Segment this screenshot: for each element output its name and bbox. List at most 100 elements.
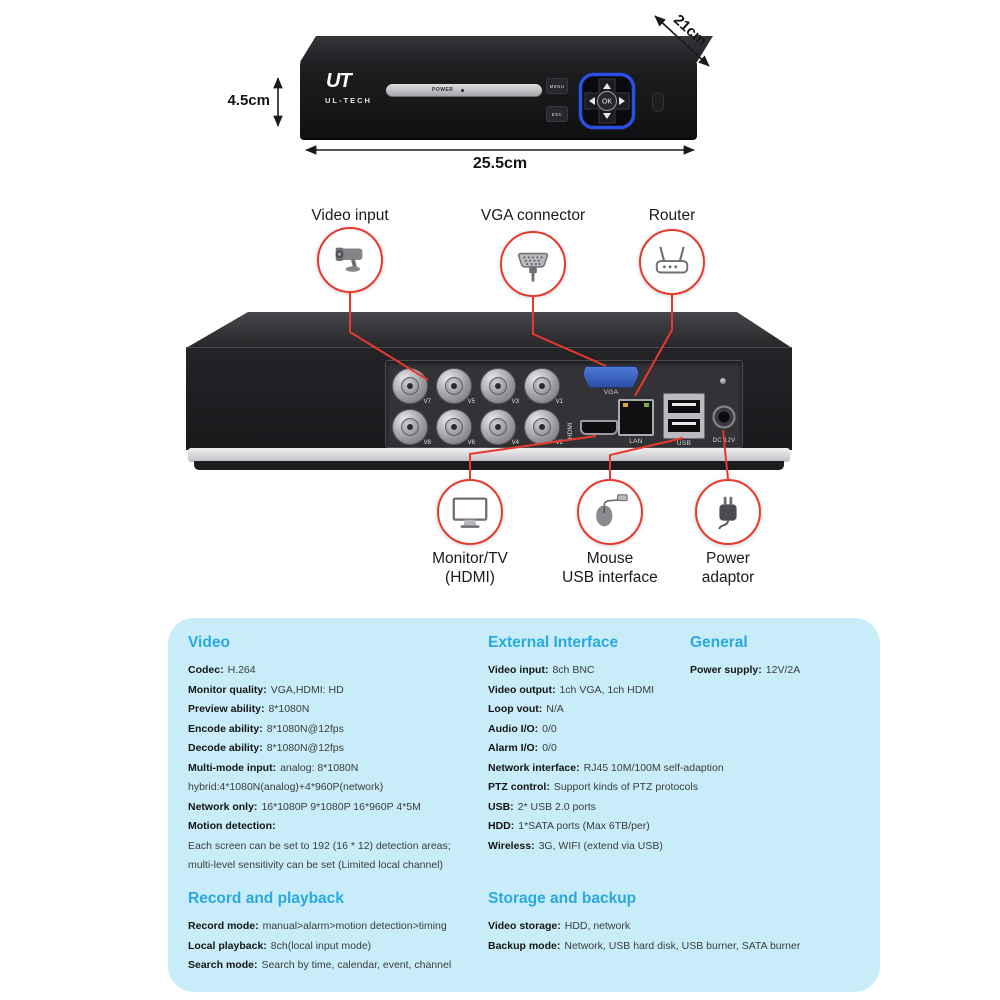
spec-row: Video input:8ch BNC bbox=[488, 661, 790, 681]
spec-row: Decode ability:8*1080N@12fps bbox=[188, 739, 483, 759]
bnc-port-label: V4 bbox=[511, 440, 519, 446]
menu-button: MENU bbox=[546, 78, 568, 94]
spec-label: Decode ability: bbox=[188, 742, 263, 754]
video-input-label: Video input bbox=[311, 207, 389, 224]
lan-led-green bbox=[644, 403, 649, 407]
vga-connector-label: VGA connector bbox=[480, 207, 586, 224]
bnc-port: V3 bbox=[480, 368, 519, 405]
bnc-port: V7 bbox=[392, 368, 431, 405]
power-label-line1: Power bbox=[706, 550, 750, 567]
bnc-port-label: V3 bbox=[511, 399, 519, 405]
usb-slot-top bbox=[668, 400, 700, 413]
power-indicator-label: POWER bbox=[432, 87, 454, 93]
bnc-port-label: V6 bbox=[467, 440, 475, 446]
section-record-playback: Record and playback Record mode:manual>a… bbox=[188, 890, 490, 976]
spec-value: 8*1080N bbox=[268, 703, 310, 715]
spec-value: 1ch VGA, 1ch HDMI bbox=[559, 683, 654, 696]
spec-value: Support kinds of PTZ protocols bbox=[553, 781, 698, 793]
spec-value: 0/0 bbox=[542, 742, 557, 754]
record-rows: Record mode:manual>alarm>motion detectio… bbox=[188, 917, 490, 976]
spec-label: Power supply: bbox=[690, 664, 762, 676]
section-heading-video: Video bbox=[188, 634, 230, 651]
monitor-icon bbox=[452, 497, 488, 528]
dc-power-jack bbox=[712, 405, 736, 429]
spec-value: 1*SATA ports (Max 6TB/per) bbox=[518, 820, 650, 832]
spec-value: 8ch BNC bbox=[552, 664, 595, 676]
video-input-callout bbox=[317, 227, 383, 293]
dvr-rear-top-face bbox=[186, 312, 792, 348]
spec-row: Alarm I/O:0/0 bbox=[488, 739, 790, 759]
mouse-label-line2: USB interface bbox=[562, 569, 658, 586]
spec-row: Record mode:manual>alarm>motion detectio… bbox=[188, 917, 490, 937]
spec-value: Network, USB hard disk, USB burner, SATA… bbox=[564, 939, 801, 952]
mouse-label-line1: Mouse bbox=[586, 550, 634, 567]
spec-label: Encode ability: bbox=[188, 722, 263, 735]
bnc-port: V4 bbox=[480, 409, 519, 446]
spec-value: manual>alarm>motion detection>timing bbox=[262, 920, 447, 932]
bnc-port: V6 bbox=[436, 409, 475, 446]
spec-row: Search mode:Search by time, calendar, ev… bbox=[188, 956, 490, 976]
spec-row: Backup mode:Network, USB hard disk, USB … bbox=[488, 937, 880, 957]
width-dimension-label: 25.5cm bbox=[472, 155, 528, 172]
arrow-left-icon bbox=[589, 97, 595, 105]
bnc-port-label: V8 bbox=[423, 440, 431, 446]
spec-value: N/A bbox=[546, 703, 564, 715]
spec-value: multi-level sensitivity can be set (Limi… bbox=[188, 859, 444, 871]
spec-value: 2* USB 2.0 ports bbox=[517, 800, 596, 813]
spec-label: Search mode: bbox=[188, 959, 258, 971]
spec-label: Video input: bbox=[488, 664, 549, 676]
dpad-control: OK bbox=[578, 72, 636, 130]
spec-label: PTZ control: bbox=[488, 781, 550, 793]
section-heading-record: Record and playback bbox=[188, 890, 344, 907]
cctv-camera-icon bbox=[335, 247, 363, 272]
spec-row: Audio I/O:0/0 bbox=[488, 720, 790, 740]
spec-row: Monitor quality:VGA,HDMI: HD bbox=[188, 681, 483, 701]
spec-label: Network interface: bbox=[488, 761, 580, 774]
spec-row: hybrid:4*1080N(analog)+4*960P(network) bbox=[188, 778, 483, 798]
arrow-down-icon bbox=[603, 113, 611, 119]
spec-row: Network only:16*1080P 9*1080P 16*960P 4*… bbox=[188, 798, 483, 818]
spec-label: Preview ability: bbox=[188, 703, 265, 715]
bnc-port-label: V2 bbox=[555, 440, 563, 446]
spec-row: Wireless:3G, WIFI (extend via USB) bbox=[488, 837, 790, 857]
spec-label: HDD: bbox=[488, 820, 515, 832]
arrow-right-icon bbox=[619, 97, 625, 105]
monitor-label-line2: (HDMI) bbox=[445, 569, 495, 586]
spec-label: USB: bbox=[488, 800, 514, 813]
bnc-port: V8 bbox=[392, 409, 431, 446]
spec-row: USB:2* USB 2.0 ports bbox=[488, 798, 790, 818]
spec-row: Codec:H.264 bbox=[188, 661, 483, 681]
section-heading-storage: Storage and backup bbox=[488, 890, 637, 907]
spec-value: 8*1080N@12fps bbox=[266, 722, 344, 735]
vga-connector-callout bbox=[500, 231, 566, 297]
spec-value: hybrid:4*1080N(analog)+4*960P(network) bbox=[188, 781, 384, 793]
spec-label: Video storage: bbox=[488, 920, 561, 932]
arrow-up-icon bbox=[603, 83, 611, 89]
hdmi-port bbox=[580, 420, 618, 435]
usb-port-text: USB bbox=[676, 440, 692, 447]
spec-row: Motion detection: bbox=[188, 817, 483, 837]
bnc-port-label: V7 bbox=[423, 399, 431, 405]
vga-port bbox=[583, 366, 639, 388]
dpad-icon: OK bbox=[578, 72, 636, 130]
spec-row: Video output:1ch VGA, 1ch HDMI bbox=[488, 681, 790, 701]
spec-value: HDD, network bbox=[564, 920, 631, 932]
spec-value: 8*1080N@12fps bbox=[266, 742, 344, 754]
spec-value: 12V/2A bbox=[765, 664, 801, 676]
spec-row: Preview ability:8*1080N bbox=[188, 700, 483, 720]
power-adaptor-callout bbox=[695, 479, 761, 545]
power-led bbox=[461, 88, 465, 92]
spec-value: RJ45 10M/100M self-adaption bbox=[583, 761, 724, 774]
section-storage-backup: Storage and backup Video storage:HDD, ne… bbox=[488, 890, 880, 956]
spec-row: Each screen can be set to 192 (16 * 12) … bbox=[188, 837, 483, 857]
usb-slot-bottom bbox=[668, 419, 700, 432]
spec-label: Motion detection: bbox=[188, 820, 276, 832]
height-dimension-label: 4.5cm bbox=[227, 92, 270, 109]
dc-jack-label: DC 12V bbox=[712, 438, 736, 444]
spec-row: Video storage:HDD, network bbox=[488, 917, 880, 937]
spec-label: Wireless: bbox=[488, 839, 535, 852]
vga-port-label: VGA bbox=[603, 389, 619, 396]
